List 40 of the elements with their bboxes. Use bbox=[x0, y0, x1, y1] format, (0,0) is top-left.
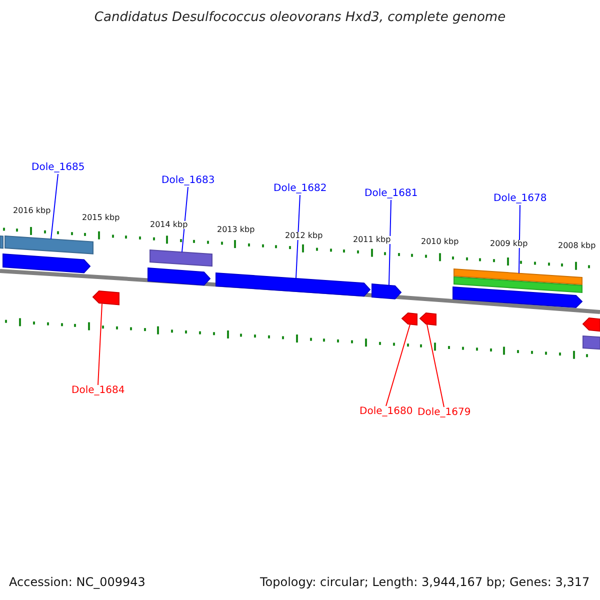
scale-label: 2016 kbp bbox=[13, 207, 51, 215]
gene-label: Dole_1684 bbox=[72, 386, 125, 396]
leader-line bbox=[50, 174, 58, 240]
scale-label: 2008 kbp bbox=[558, 242, 596, 250]
gene-label: Dole_1685 bbox=[32, 163, 85, 173]
leader-line bbox=[426, 324, 444, 408]
title: Candidatus Desulfococcus oleovorans Hxd3, complete genome bbox=[93, 11, 507, 24]
feature-bar bbox=[454, 276, 582, 293]
gene-label: Dole_1679 bbox=[418, 408, 471, 418]
leader-line bbox=[182, 186, 188, 253]
gene-block bbox=[372, 283, 402, 300]
gene-block bbox=[401, 312, 418, 326]
leader-line bbox=[386, 324, 410, 406]
gene-block bbox=[148, 267, 211, 286]
scale-label: 2009 kbp bbox=[490, 240, 528, 248]
leader-line bbox=[296, 194, 300, 279]
genome-info-text: Topology: circular; Length: 3,944,167 bp; Genes: 3,317 bbox=[260, 576, 590, 588]
scale-label: 2014 kbp bbox=[150, 221, 188, 229]
gene-block bbox=[92, 290, 120, 306]
scale-label: 2015 kbp bbox=[82, 214, 120, 222]
leader-line bbox=[518, 204, 520, 274]
gene-label: Dole_1683 bbox=[162, 176, 215, 186]
gene-block bbox=[452, 286, 583, 308]
gene-block bbox=[419, 312, 436, 326]
gene-label: Dole_1682 bbox=[274, 184, 327, 194]
feature-bar bbox=[582, 335, 600, 350]
leader-line bbox=[98, 303, 102, 386]
accession-text: Accession: NC_009943 bbox=[9, 576, 146, 588]
scale-label: 2011 kbp bbox=[353, 236, 391, 244]
gene-block bbox=[582, 317, 600, 332]
leader-line bbox=[388, 200, 392, 286]
scale-label: 2012 kbp bbox=[285, 232, 323, 240]
gene-label: Dole_1681 bbox=[364, 189, 418, 199]
gene-label: Dole_1680 bbox=[360, 407, 413, 417]
feature-bar bbox=[150, 249, 212, 267]
gene-block bbox=[2, 253, 91, 274]
scale-label: 2010 kbp bbox=[421, 238, 459, 246]
gene-label: Dole_1678 bbox=[494, 194, 547, 204]
scale-label: 2013 kbp bbox=[217, 226, 255, 234]
feature-bar bbox=[454, 268, 582, 285]
